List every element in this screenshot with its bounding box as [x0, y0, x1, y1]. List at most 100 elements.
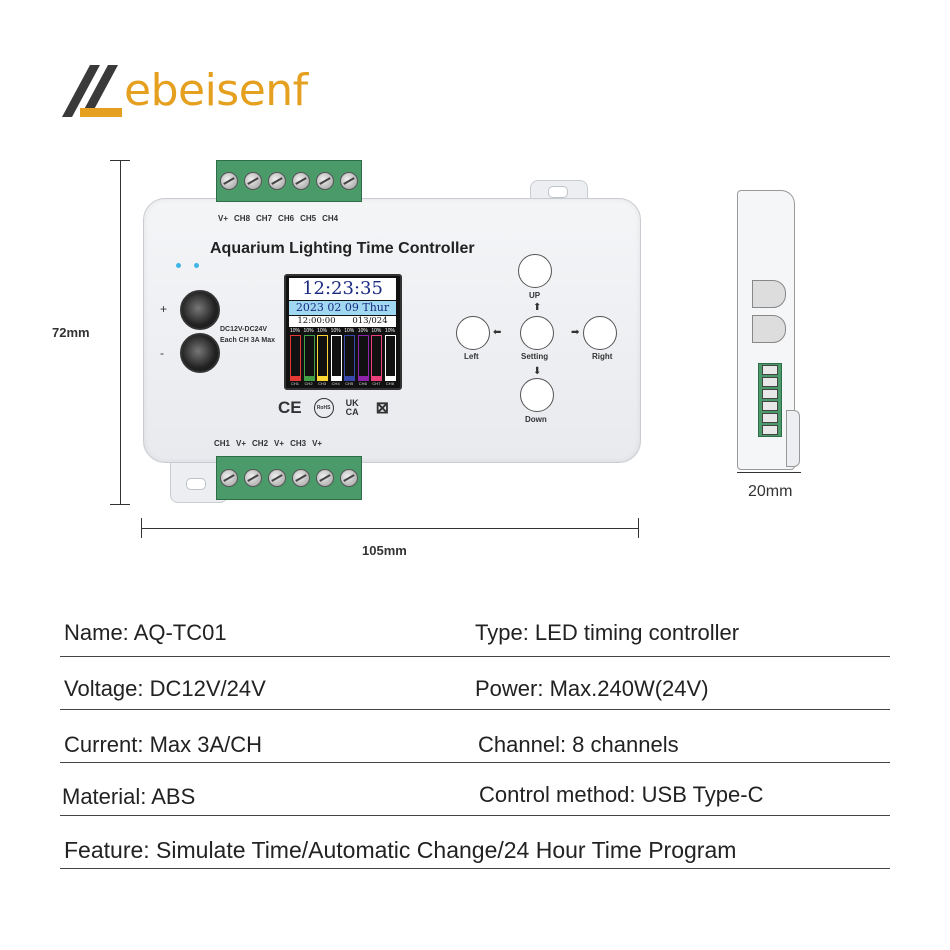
down-button[interactable]: [520, 378, 554, 412]
ce-mark: CE: [278, 398, 302, 417]
lcd-channel-name: CH7: [372, 381, 381, 386]
pin-label: CH3: [290, 439, 307, 448]
dimension-tick: [638, 518, 639, 538]
left-button-label: Left: [464, 352, 479, 361]
screw-icon: [340, 172, 358, 190]
certification-marks: CE RoHS UK CA ⊠: [278, 398, 389, 418]
lcd-channel-percent: 10%: [371, 328, 382, 334]
down-button-label: Down: [525, 415, 547, 424]
lcd-channel-bar: 10% CH3: [316, 328, 329, 386]
pin-label: CH2: [252, 439, 269, 448]
lcd-channel-bar: 10%CH4: [330, 328, 342, 386]
lcd-channel-name: CH6: [358, 381, 367, 386]
spec-divider: [60, 868, 890, 869]
lcd-channel-name: CH8: [385, 381, 394, 386]
lcd-channel-bar: 10% CH7: [370, 328, 383, 386]
weee-bin-icon: ⊠: [375, 400, 390, 417]
brand-mark-icon: [62, 65, 122, 117]
lcd-channel-bar: 10% CH8: [384, 328, 396, 386]
spec-divider: [60, 709, 890, 710]
power-voltage-text: DC12V-DC24V: [220, 326, 268, 333]
pin-label: CH5: [300, 214, 317, 223]
lcd-channel-fill: [291, 375, 300, 380]
lcd-channel-percent: 10%: [317, 328, 328, 334]
pin-label: V+: [218, 214, 229, 223]
left-button[interactable]: [456, 316, 490, 350]
lcd-channel-frame: [344, 335, 356, 381]
height-dimension-line: [120, 160, 121, 505]
dimension-tick: [141, 518, 142, 538]
screw-icon: [268, 172, 286, 190]
dimension-tick: [110, 160, 130, 161]
arrow-down-icon: ⬇: [533, 366, 542, 377]
lcd-channel-frame: [357, 335, 369, 381]
lcd-channel-frame: [371, 335, 383, 381]
side-view-jack: [752, 315, 786, 343]
side-view-terminal: [758, 363, 782, 437]
lcd-program-time: 12:00:00: [297, 316, 336, 326]
lcd-channel-bar: 10% CH1: [289, 328, 301, 386]
lcd-channel-bar: 10% CH6: [357, 328, 369, 386]
indicator-led: [176, 263, 181, 268]
right-button[interactable]: [583, 316, 617, 350]
top-pin-labels: V+ CH8 CH7 CH6 CH5 CH4: [218, 214, 344, 223]
spec-divider: [60, 815, 890, 816]
lcd-program-count: 013/024: [352, 316, 388, 326]
pin-label: V+: [236, 439, 247, 448]
spec-name: Name: AQ-TC01: [64, 620, 227, 645]
screw-icon: [292, 469, 310, 487]
setting-button[interactable]: [520, 316, 554, 350]
pin-label: CH4: [322, 214, 339, 223]
brand-logo: ebeisenf: [60, 60, 308, 120]
height-dimension-label: 72mm: [52, 325, 90, 340]
top-terminal-block: [216, 160, 362, 202]
lcd-channel-name: CH1: [290, 381, 299, 386]
spec-divider: [60, 762, 890, 763]
lcd-channel-bar: 10%CH5: [343, 328, 356, 386]
indicator-led: [194, 263, 199, 268]
lcd-channel-percent: 10%: [289, 328, 300, 334]
power-rating-text: DC12V-DC24V Each CH 3A Max: [220, 324, 275, 346]
spec-type: Type: LED timing controller: [475, 620, 740, 645]
screw-icon: [244, 172, 262, 190]
lcd-channel-percent: 10%: [303, 328, 314, 334]
rohs-mark: RoHS: [313, 398, 334, 418]
pin-label: CH1: [214, 439, 231, 448]
brand-name: ebeisenf: [124, 64, 308, 116]
spec-power: Power: Max.240W(24V): [475, 676, 709, 701]
up-button[interactable]: [518, 254, 552, 288]
arrow-left-icon: ⬅: [493, 327, 502, 338]
lcd-channel-name: CH4: [331, 381, 340, 386]
side-view-jack: [752, 280, 786, 308]
screw-icon: [220, 172, 238, 190]
depth-dimension-label: 20mm: [748, 483, 793, 500]
setting-button-label: Setting: [521, 352, 549, 361]
ukca-mark: UK CA: [345, 398, 359, 417]
lcd-channel-fill: [318, 375, 328, 380]
screw-icon: [268, 469, 286, 487]
spec-current: Current: Max 3A/CH: [64, 732, 263, 757]
power-plus-jack: [180, 290, 220, 330]
power-minus-label: -: [160, 346, 164, 360]
lcd-channel-frame: [330, 335, 342, 381]
lcd-channel-percent: 10%: [344, 328, 355, 334]
lcd-channel-name: CH3: [318, 381, 327, 386]
lcd-channel-frame: [303, 335, 315, 381]
screw-icon: [316, 469, 334, 487]
dimension-tick: [110, 504, 130, 505]
lcd-channel-fill: [385, 375, 395, 380]
lcd-program-row: 12:00:00 013/024: [289, 316, 396, 327]
lcd-channel-percent: 10%: [357, 328, 368, 334]
lcd-channel-percent: 10%: [384, 328, 395, 334]
pin-label: CH8: [234, 214, 251, 223]
bottom-pin-labels: CH1 V+ CH2 V+ CH3 V+: [214, 439, 328, 448]
pin-label: CH7: [256, 214, 273, 223]
lcd-channel-frame: [317, 335, 329, 381]
arrow-right-icon: ➡: [571, 327, 580, 338]
pin-label: V+: [312, 439, 323, 448]
side-view-tab: [786, 410, 800, 467]
mounting-hole: [548, 186, 568, 198]
pin-label: CH6: [278, 214, 295, 223]
bottom-terminal-block: [216, 456, 362, 500]
